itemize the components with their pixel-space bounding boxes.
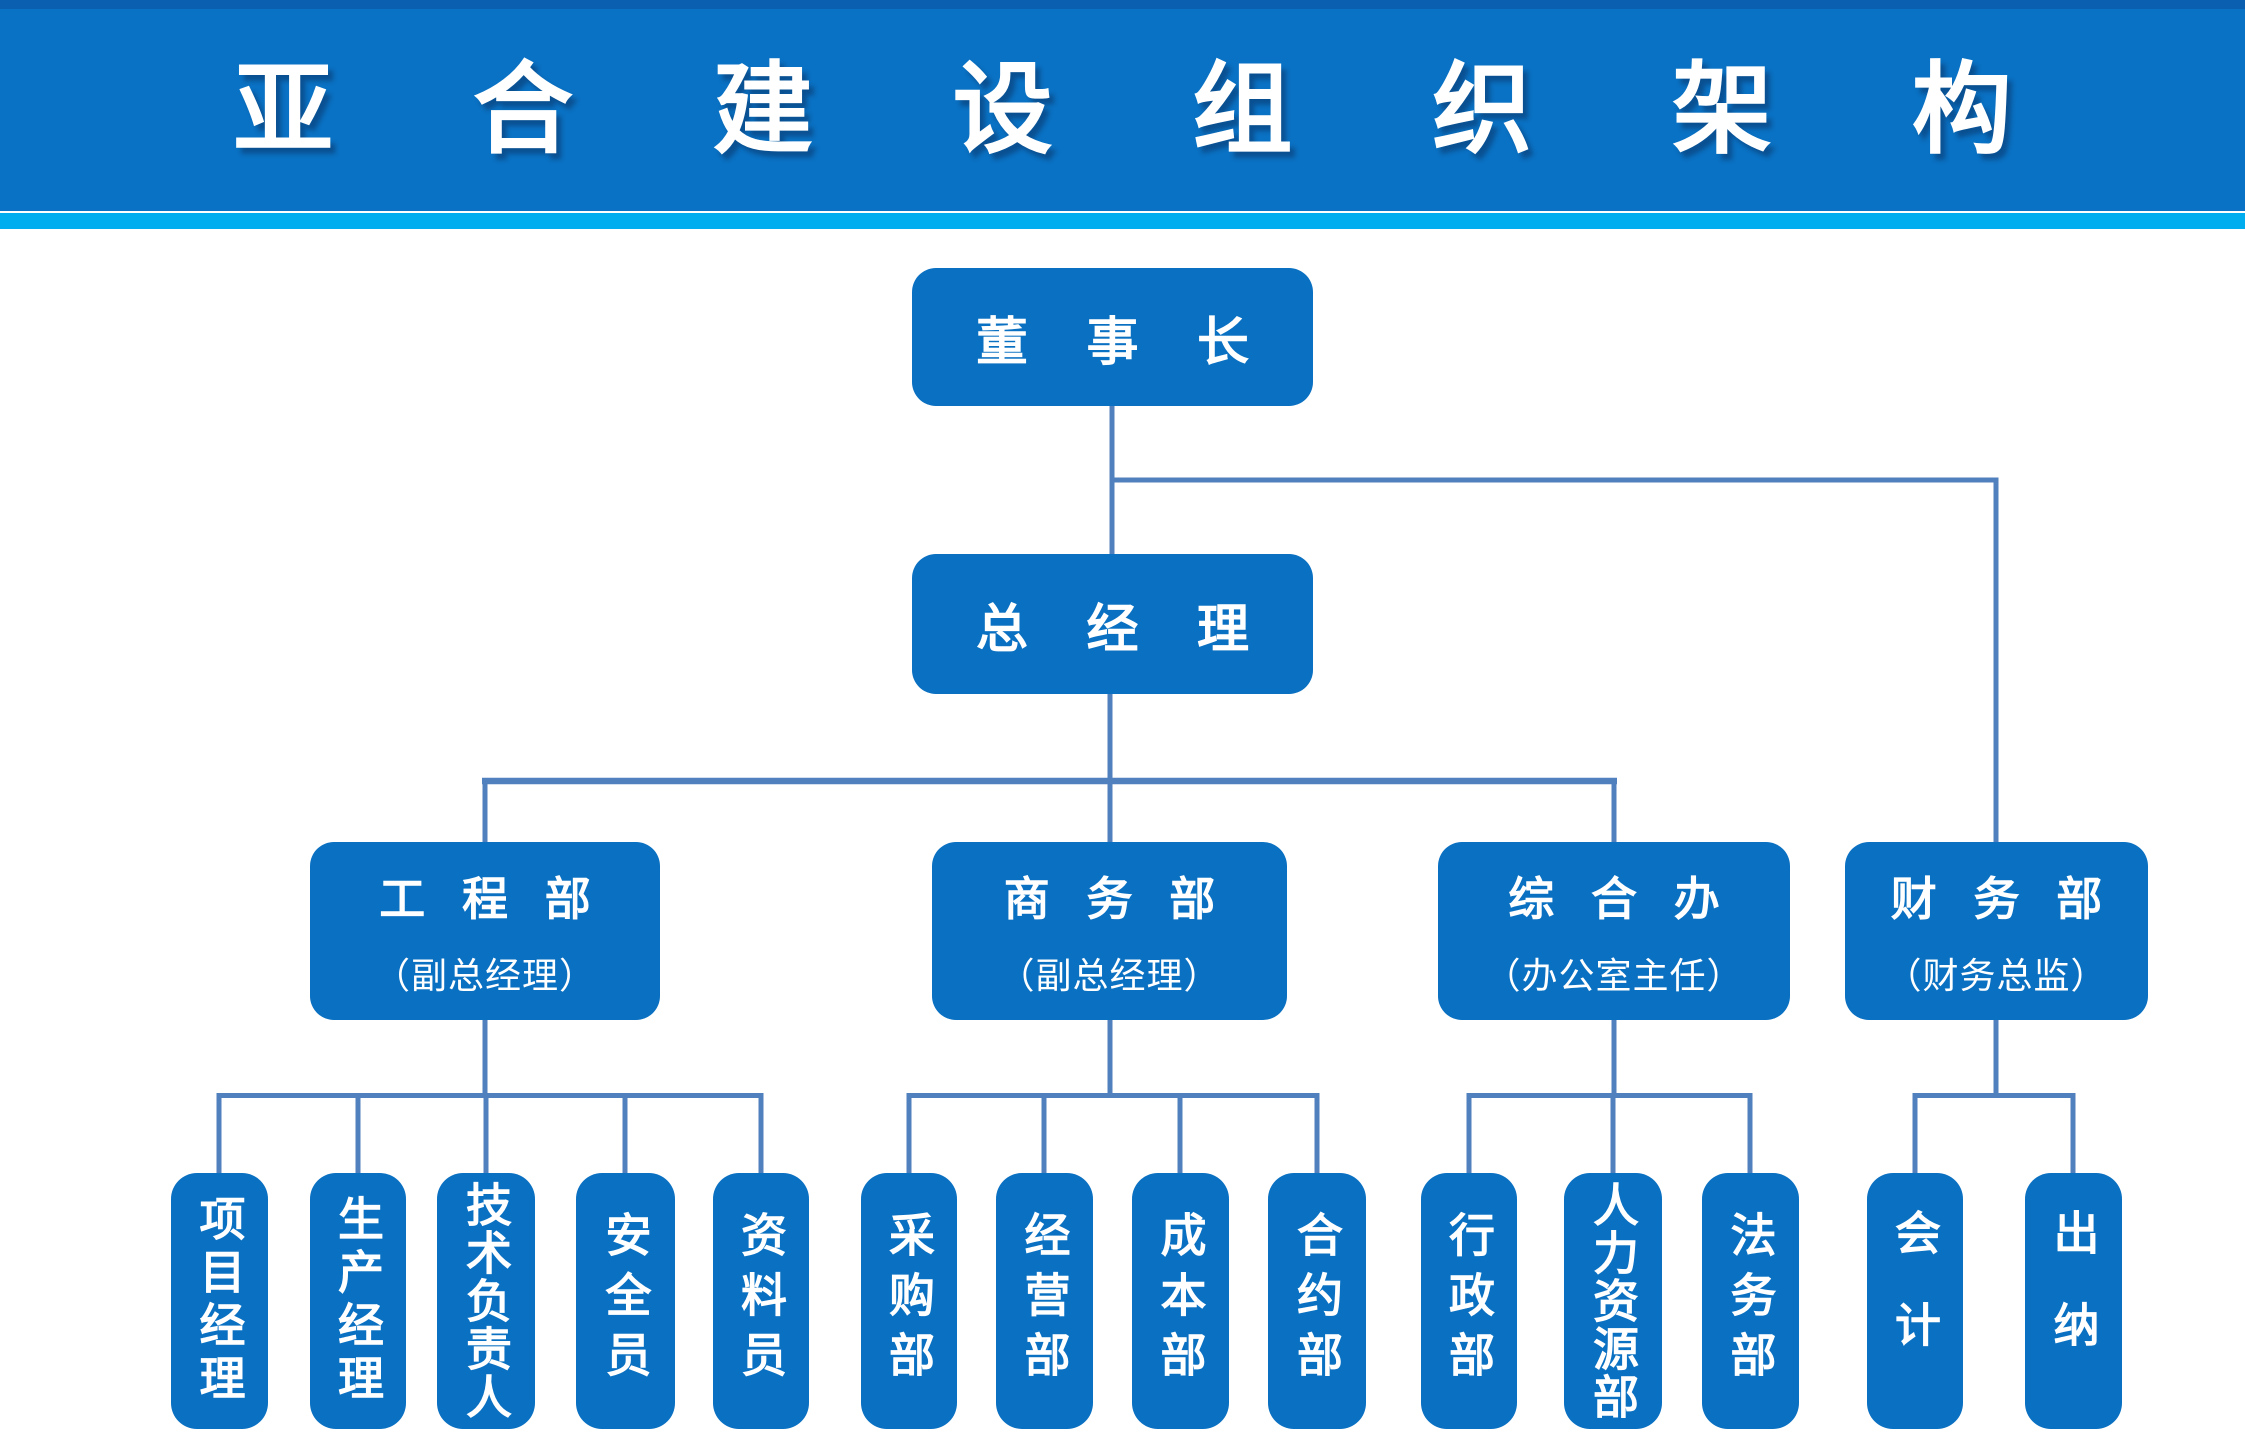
node-production-manager: 生产经理 xyxy=(310,1173,406,1429)
node-safety-officer: 安全员 xyxy=(576,1173,675,1429)
node-document-clerk: 资料员 xyxy=(713,1173,809,1429)
page-title-text: 亚 合 建 设 组 织 架 构 xyxy=(233,54,2068,166)
dept-engineering-subtitle: （副总经理） xyxy=(373,955,596,996)
dept-general-office-label: 综 合 办 xyxy=(1508,873,1732,925)
banner-top-edge xyxy=(0,0,2245,9)
node-general-manager: 总 经 理 xyxy=(912,554,1313,694)
title-banner xyxy=(0,0,2245,211)
node-contract-dept: 合约部 xyxy=(1268,1173,1366,1429)
node-dept-engineering: 工 程 部 （副总经理） xyxy=(310,842,660,1020)
node-dept-commerce: 商 务 部 （副总经理） xyxy=(932,842,1287,1020)
node-procurement-dept: 采购部 xyxy=(861,1173,957,1429)
node-chairman: 董 事 长 xyxy=(912,268,1313,406)
page-title: 亚 合 建 设 组 织 架 构 xyxy=(0,9,2245,211)
node-administration-dept: 行政部 xyxy=(1421,1173,1517,1429)
connector-general-office-children xyxy=(1466,1020,1753,1180)
node-chairman-label: 董 事 长 xyxy=(976,313,1271,372)
banner-cyan-stripe xyxy=(0,213,2245,229)
node-cost-dept: 成本部 xyxy=(1132,1173,1229,1429)
connector-engineering-children xyxy=(216,1020,764,1180)
connector-gm-to-departments xyxy=(482,694,1617,845)
node-accountant: 会计 xyxy=(1867,1173,1963,1429)
node-project-manager: 项目经理 xyxy=(171,1173,268,1429)
dept-commerce-label: 商 务 部 xyxy=(1003,873,1228,925)
node-cashier: 出纳 xyxy=(2025,1173,2122,1429)
dept-finance-subtitle: （财务总监） xyxy=(1885,955,2108,996)
dept-general-office-subtitle: （办公室主任） xyxy=(1484,955,1744,996)
connector-chairman-to-finance xyxy=(1109,477,1999,845)
dept-commerce-subtitle: （副总经理） xyxy=(998,955,1221,996)
node-legal-dept: 法务部 xyxy=(1702,1173,1799,1429)
node-technical-director: 技术负责人 xyxy=(437,1173,535,1429)
node-general-manager-label: 总 经 理 xyxy=(976,600,1271,659)
dept-finance-label: 财 务 部 xyxy=(1890,873,2115,925)
node-dept-finance: 财 务 部 （财务总监） xyxy=(1845,842,2148,1020)
connector-commerce-children xyxy=(906,1020,1320,1180)
node-dept-general-office: 综 合 办 （办公室主任） xyxy=(1438,842,1790,1020)
node-operations-dept: 经营部 xyxy=(996,1173,1093,1429)
connector-finance-children xyxy=(1912,1020,2076,1180)
node-hr-dept: 人力资源部 xyxy=(1564,1173,1662,1429)
dept-engineering-label: 工 程 部 xyxy=(379,873,603,925)
